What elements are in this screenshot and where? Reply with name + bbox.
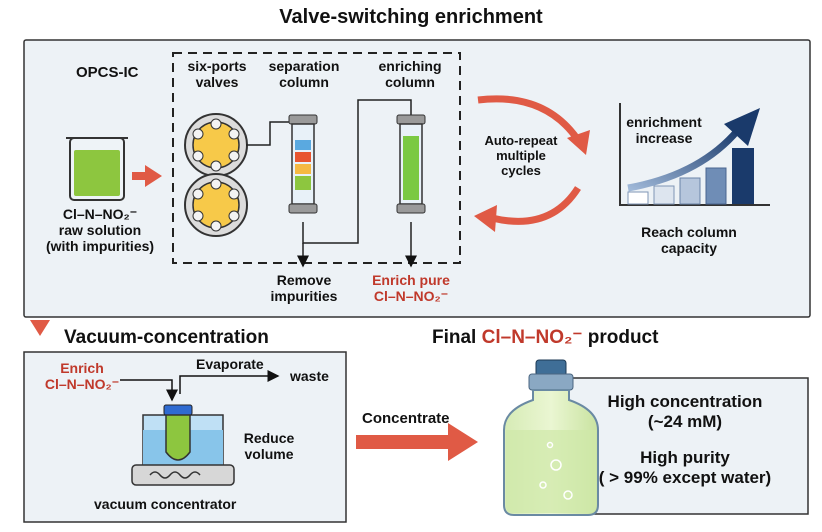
six-ports-valves-label: six-ports valves — [187, 58, 247, 91]
diagram-title: Valve-switching enrichment — [279, 6, 543, 28]
vacuum-concentration-title: Vacuum-concentration — [64, 327, 269, 348]
separation-column-icon — [288, 114, 318, 214]
opcs-ic-label: OPCS-IC — [76, 64, 139, 81]
six-port-valve-top-icon — [184, 113, 248, 177]
enriching-column-label: enriching column — [378, 58, 442, 91]
six-port-valve-bottom-icon — [184, 173, 248, 237]
raw-solution-label: Cl–N–NO₂⁻ raw solution (with impurities) — [45, 206, 155, 255]
enrichment-bar-chart-icon — [619, 103, 770, 206]
reduce-volume-label: Reduce volume — [243, 430, 295, 463]
down-arrow-icon — [30, 320, 50, 336]
vacuum-concentrator-label: vacuum concentrator — [94, 496, 237, 512]
raw-solution-beaker-icon — [66, 137, 128, 201]
final-product-title: Final Cl–N–NO₂⁻ product — [432, 327, 659, 348]
concentrate-arrow-icon — [356, 423, 478, 461]
enrichment-increase-label: enrichment increase — [626, 114, 702, 147]
vacuum-concentrator-icon — [131, 404, 235, 486]
cycle-arrow-bottom-icon — [491, 186, 581, 225]
valve-to-separation-line — [246, 121, 303, 146]
enrich-into-tube-arrow — [120, 379, 178, 402]
enrich-pure-label: Enrich pure Cl–N–NO₂⁻ — [372, 272, 450, 305]
enrich-label: Enrich Cl–N–NO₂⁻ — [44, 360, 120, 393]
separation-to-enriching-line — [302, 99, 412, 244]
remove-impurities-label: Remove impurities — [270, 272, 338, 305]
enriching-column-icon — [396, 114, 426, 214]
product-vial-icon — [503, 359, 599, 516]
opcs-ic-dashed-box — [172, 52, 461, 264]
auto-repeat-label: Auto-repeat multiple cycles — [484, 133, 558, 178]
concentrate-label: Concentrate — [362, 410, 450, 427]
evaporate-arrow — [179, 370, 280, 394]
waste-label: waste — [290, 368, 329, 384]
separation-column-label: separation column — [268, 58, 340, 91]
evaporate-label: Evaporate — [196, 356, 264, 372]
high-purity-label: High purity ( > 99% except water) — [598, 448, 772, 487]
cycle-arrow-top-icon — [477, 95, 581, 143]
reach-capacity-label: Reach column capacity — [641, 224, 737, 257]
high-concentration-label: High concentration (~24 mM) — [607, 392, 763, 431]
beaker-to-valves-arrow — [132, 165, 162, 187]
